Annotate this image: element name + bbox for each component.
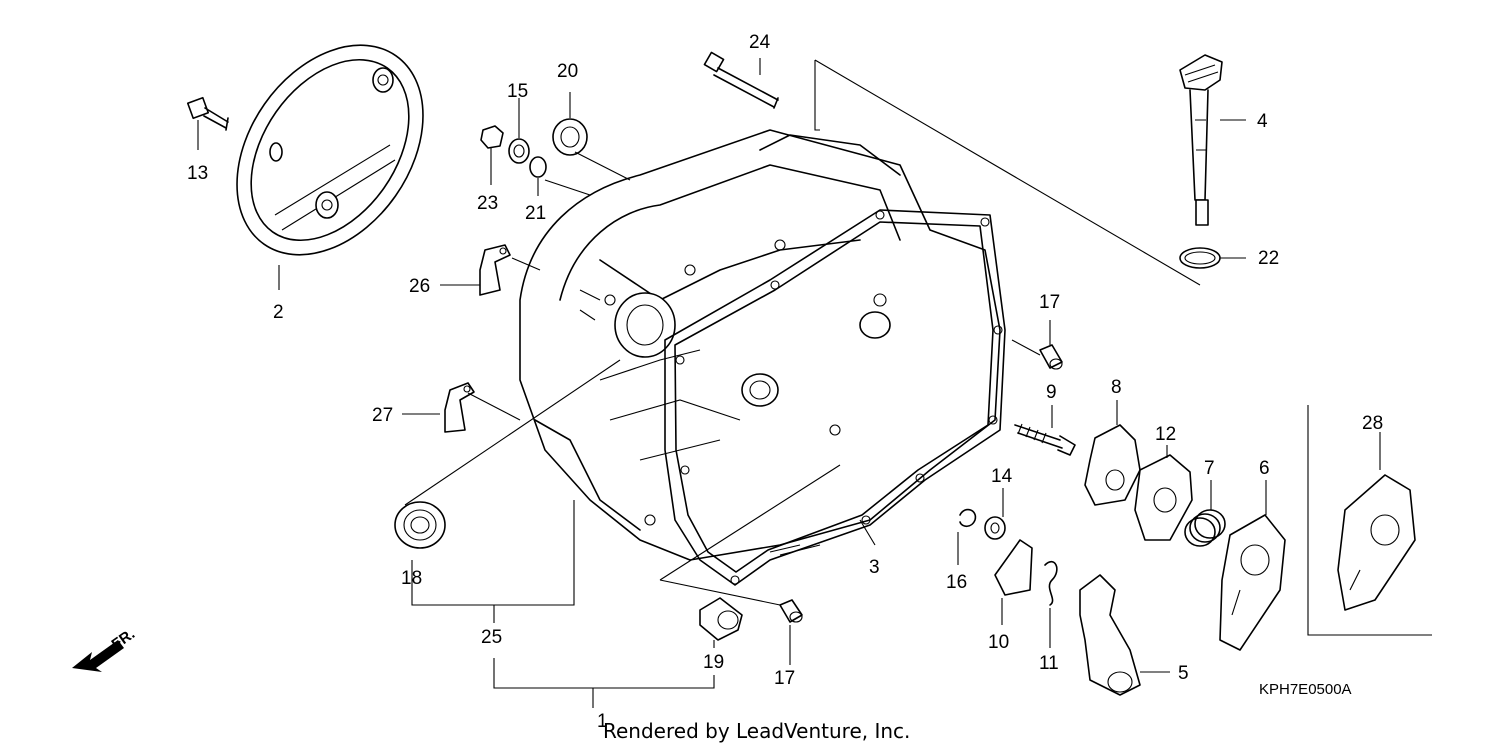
spring-7-part[interactable] [1184,509,1226,547]
part-label-21[interactable]: 21 [525,203,546,224]
part-labels: 1 2 3 4 5 6 7 8 9 10 11 12 13 14 15 16 1… [187,32,1383,732]
part-label-1[interactable]: 1 [597,711,608,732]
clip-16-part[interactable] [959,508,977,528]
bolt-13-part[interactable] [186,96,229,131]
part-label-12[interactable]: 12 [1155,424,1176,445]
part-label-5[interactable]: 5 [1178,663,1189,684]
part-label-8[interactable]: 8 [1111,377,1122,398]
collar-19-part[interactable] [699,597,743,641]
crankcase-cover-part[interactable] [519,129,1001,561]
lever-28-part[interactable] [1337,474,1416,611]
leader-lines [197,58,1381,708]
clamp-27-part[interactable] [444,382,475,433]
part-label-7[interactable]: 7 [1204,458,1215,479]
part-label-20[interactable]: 20 [557,61,578,82]
part-label-10[interactable]: 10 [988,632,1009,653]
bearing-18-part[interactable] [394,501,446,549]
part-label-17-lower[interactable]: 17 [774,668,795,689]
dowel-17-lower-part[interactable] [779,599,803,623]
part-label-15[interactable]: 15 [507,81,528,102]
o-ring-22-part[interactable] [1179,247,1221,269]
holder-12-part[interactable] [1134,454,1193,541]
part-label-2[interactable]: 2 [273,302,284,323]
gasket-part[interactable] [664,209,1006,586]
part-label-19[interactable]: 19 [703,652,724,673]
outer-cover-part[interactable] [199,10,462,290]
part-label-27[interactable]: 27 [372,405,393,426]
part-28-box [1307,405,1432,636]
arm-5-part[interactable] [1079,574,1141,696]
part-label-23[interactable]: 23 [477,193,498,214]
part-label-28[interactable]: 28 [1362,413,1383,434]
part-label-17-upper[interactable]: 17 [1039,292,1060,313]
washer-14-part[interactable] [984,516,1006,540]
spring-11-part[interactable] [1044,560,1058,606]
front-direction-arrow: FR. [72,625,138,672]
part-label-6[interactable]: 6 [1259,458,1270,479]
dowel-17-upper-part[interactable] [1039,344,1063,370]
part-label-26[interactable]: 26 [409,276,430,297]
part-label-4[interactable]: 4 [1257,111,1268,132]
nut-23-part[interactable] [480,125,504,149]
render-credit: Rendered by LeadVenture, Inc. [603,719,910,743]
lever-6-part[interactable] [1219,514,1286,651]
bolt-24-part[interactable] [703,51,779,109]
part-label-9[interactable]: 9 [1046,382,1057,403]
circlip-21-part[interactable] [529,156,547,178]
seal-20-part[interactable] [552,118,588,156]
diagram-code: KPH7E0500A [1259,681,1352,698]
part-label-24[interactable]: 24 [749,32,771,53]
part-label-25[interactable]: 25 [481,627,502,648]
dipstick-part[interactable] [1179,54,1223,226]
washer-15-part[interactable] [508,138,530,164]
pawl-10-part[interactable] [994,539,1033,596]
part-label-14[interactable]: 14 [991,466,1013,487]
part-label-13[interactable]: 13 [187,163,208,184]
part-label-22[interactable]: 22 [1258,248,1279,269]
part-label-16[interactable]: 16 [946,572,967,593]
plate-8-part[interactable] [1084,424,1141,506]
stud-9-part[interactable] [1014,423,1076,456]
part-label-11[interactable]: 11 [1039,653,1059,674]
clamp-26-part[interactable] [479,244,511,296]
part-label-18[interactable]: 18 [401,568,422,589]
part-label-3[interactable]: 3 [869,557,880,578]
